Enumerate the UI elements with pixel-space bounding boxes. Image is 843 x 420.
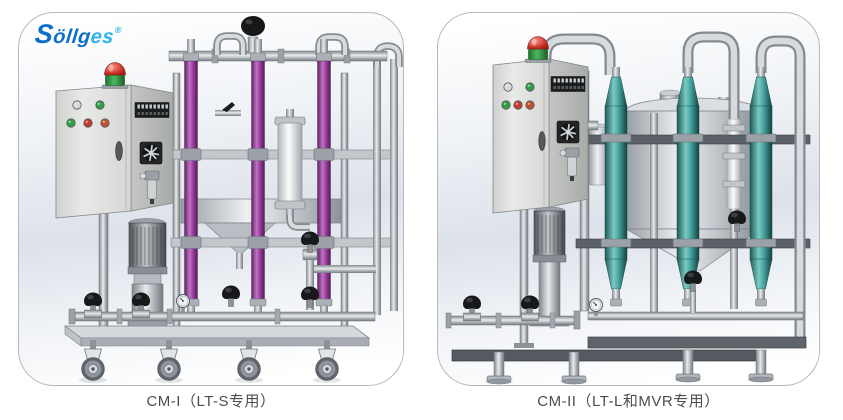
beacon-light: [101, 62, 129, 89]
lever-valve-handle: [222, 102, 235, 112]
caster-wheels: [79, 338, 341, 383]
brand-logo: Söllges®: [33, 19, 123, 50]
top-piping: [168, 16, 403, 315]
top-piping: [537, 31, 806, 339]
diaphragm-valve: [521, 296, 539, 322]
registered-trademark-icon: ®: [114, 25, 123, 35]
terminal-strip: [550, 76, 586, 92]
electrical-cabinet: [492, 58, 589, 348]
bottom-piping-valves: [68, 285, 376, 325]
bottom-piping-valves: [445, 270, 804, 330]
door-handle: [115, 141, 123, 161]
feed-pump: [529, 206, 570, 327]
indicator-lamp: [513, 100, 523, 110]
brand-logo-text-secondary: es: [89, 26, 116, 48]
panel-cm1: Söllges®: [18, 12, 404, 386]
membrane-columns-teal: [600, 66, 777, 307]
cooling-fan-icon: [556, 120, 580, 144]
diaphragm-valve: [132, 293, 150, 319]
base-frame: [451, 336, 807, 362]
indicator-lamp: [525, 100, 535, 110]
machine-cm1-illustration: [55, 16, 403, 383]
valve-knob: [221, 285, 241, 307]
base-frame: [63, 325, 371, 347]
indicator-lamp: [501, 100, 511, 110]
diaphragm-valve: [463, 296, 481, 322]
indicator-lamp: [95, 100, 105, 110]
indicator-lamp: [66, 118, 76, 128]
support-feet: [485, 349, 775, 385]
cooling-fan-icon: [139, 141, 163, 165]
machine-cm2-illustration: [445, 31, 811, 385]
caption-cm1: CM-I（LT-S专用）: [146, 393, 276, 410]
door-handle: [538, 131, 546, 151]
membrane-columns-purple: [180, 38, 335, 317]
diaphragm-valve: [84, 293, 102, 319]
indicator-lamp: [525, 82, 535, 92]
top-valve-handwheel: [241, 16, 265, 36]
indicator-lamp: [503, 82, 513, 92]
panel-cm2: [437, 12, 820, 386]
electrical-cabinet: [55, 84, 174, 330]
indicator-lamp: [83, 118, 93, 128]
indicator-lamp: [100, 118, 110, 128]
terminal-strip: [134, 102, 170, 118]
caption-cm2: CM-II（LT-L和MVR专用）: [537, 393, 720, 410]
brand-logo-text-primary: Söllg: [33, 19, 92, 49]
membrane-housing-white: [274, 109, 376, 310]
indicator-lamp: [72, 100, 82, 110]
